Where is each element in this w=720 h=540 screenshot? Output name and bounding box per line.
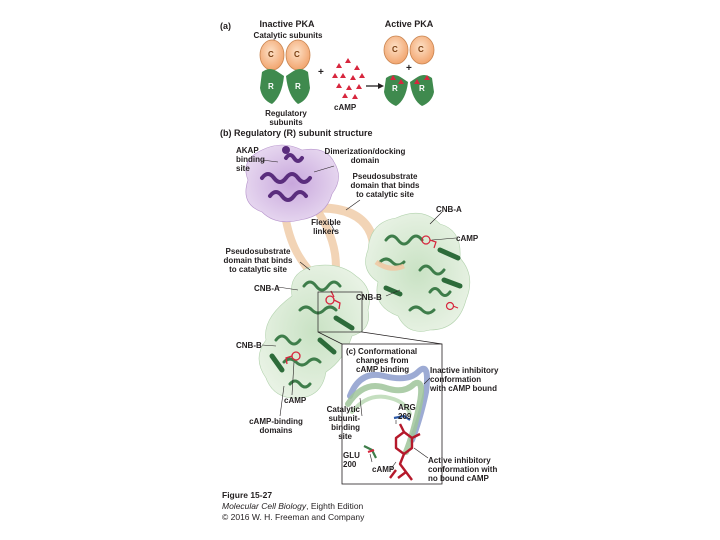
camp-stick-model <box>389 423 421 481</box>
pseudosubstrate-right-label-2: domain that binds <box>350 181 420 190</box>
catalytic-binding-site-label-4: site <box>338 432 352 441</box>
inactive-conformation-label-1: Inactive inhibitory <box>430 366 499 375</box>
leader-lines <box>261 159 457 417</box>
akap-label-3: site <box>236 164 250 173</box>
inactive-pka-title: Inactive PKA <box>259 19 315 29</box>
reaction-arrow <box>366 83 384 89</box>
pseudosubstrate-right-label-3: to catalytic site <box>356 190 414 199</box>
active-conformation-label-1: Active inhibitory <box>428 456 491 465</box>
active-pka-diagram <box>383 35 435 106</box>
catalytic-subunits-label: Catalytic subunits <box>253 31 323 40</box>
camp-molecule <box>445 301 459 311</box>
catalytic-letter: C <box>268 50 274 59</box>
arg-residue-label: ARG <box>398 403 416 412</box>
catalytic-binding-site-label-3: binding <box>331 423 360 432</box>
akap-label-1: AKAP <box>236 146 259 155</box>
camp-label: cAMP <box>334 103 357 112</box>
figure-number: Figure 15-27 <box>222 490 272 501</box>
book-title: Molecular Cell Biology <box>222 501 307 511</box>
regulatory-letter: R <box>419 84 425 93</box>
dimerization-docking-domain <box>245 144 339 223</box>
camp-panel-c-label: cAMP <box>372 465 395 474</box>
panel-c-title-1: (c) Conformational <box>346 347 418 356</box>
pseudosubstrate-left-label-1: Pseudosubstrate <box>225 247 291 256</box>
dimerization-label-1: Dimerization/docking <box>324 147 406 156</box>
camp-right-label: cAMP <box>456 234 479 243</box>
glu-residue-number: 200 <box>343 460 357 469</box>
active-conformation-label-2: conformation with <box>428 465 498 474</box>
cnb-b-right-label: CNB-B <box>356 293 382 302</box>
panel-c-title-3: cAMP binding <box>356 365 410 374</box>
book-citation: Molecular Cell Biology, Eighth Edition <box>222 501 363 512</box>
conformation-ribbons <box>345 365 430 455</box>
pseudosubstrate-left-label-2: domain that binds <box>223 256 293 265</box>
pseudosubstrate-right-label-1: Pseudosubstrate <box>352 172 418 181</box>
akap-label-2: binding <box>236 155 265 164</box>
dimerization-label-2: domain <box>350 156 380 165</box>
cnb-a-left-label: CNB-A <box>254 284 280 293</box>
camp-molecule <box>421 235 437 249</box>
active-pka-title: Active PKA <box>384 19 434 29</box>
residue-sticks <box>363 414 411 459</box>
regulatory-subunits-label-1: Regulatory <box>265 109 307 118</box>
regulatory-subunits-label-2: subunits <box>269 118 303 127</box>
regulatory-letter: R <box>392 84 398 93</box>
camp-binding-domains-label-2: domains <box>259 426 293 435</box>
zoom-lines <box>317 291 443 345</box>
camp-left-label: cAMP <box>284 396 307 405</box>
panel-c-title-2: changes from <box>356 356 409 365</box>
regulatory-letter: R <box>268 82 274 91</box>
regulatory-letter: R <box>295 82 301 91</box>
regulatory-subunit <box>260 69 284 104</box>
catalytic-letter: C <box>392 45 398 54</box>
inactive-pka-diagram <box>259 39 311 104</box>
catalytic-letter: C <box>418 45 424 54</box>
pseudosubstrate-left-label-3: to catalytic site <box>229 265 287 274</box>
glu-residue-label: GLU <box>343 451 360 460</box>
flexible-linkers-label-1: Flexible <box>311 218 341 227</box>
camp-molecule <box>285 351 301 365</box>
flexible-linkers-label-2: linkers <box>313 227 339 236</box>
figure-number-text: Figure 15-27 <box>222 490 273 500</box>
catalytic-subunit <box>383 35 409 65</box>
arg-residue-number: 209 <box>398 412 412 421</box>
catalytic-letter: C <box>294 50 300 59</box>
camp-molecules <box>332 58 365 99</box>
panel-a-label: (a) <box>220 21 231 31</box>
right-cnb-domains <box>365 212 471 332</box>
cnb-b-left-label: CNB-B <box>236 341 262 350</box>
panel-b-title: (b) Regulatory (R) subunit structure <box>220 128 373 138</box>
plus-sign: + <box>318 67 324 78</box>
inactive-conformation-label-2: conformation <box>430 375 482 384</box>
camp-binding-domains-label-1: cAMP-binding <box>249 417 303 426</box>
regulatory-subunit <box>286 69 310 104</box>
catalytic-subunit <box>409 35 435 65</box>
active-conformation-label-3: no bound cAMP <box>428 474 489 483</box>
catalytic-binding-site-label-1: Catalytic <box>326 405 360 414</box>
plus-sign: + <box>406 63 412 74</box>
panel-c-leaders <box>359 377 431 471</box>
book-edition: , Eighth Edition <box>306 501 364 511</box>
inactive-conformation-label-3: with cAMP bound <box>430 384 497 393</box>
cnb-a-right-label: CNB-A <box>436 205 462 214</box>
catalytic-binding-site-label-2: subunit- <box>328 414 360 423</box>
copyright-line: © 2016 W. H. Freeman and Company <box>222 512 365 522</box>
